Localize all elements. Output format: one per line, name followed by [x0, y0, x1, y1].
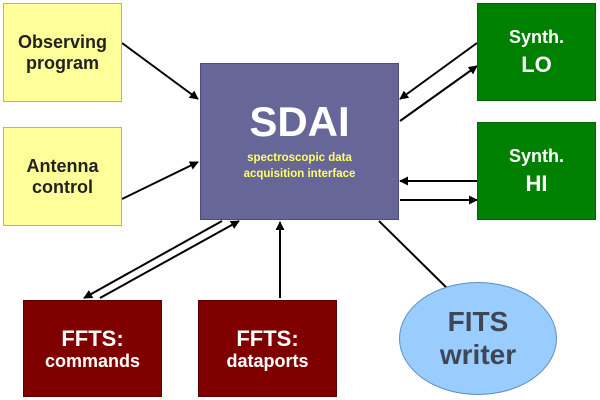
- arrow-antenna-to-sdai: [121, 161, 199, 200]
- node-sdai: SDAI spectroscopic data acquisition inte…: [200, 63, 399, 220]
- sdai-subtitle: spectroscopic data acquisition interface: [244, 151, 356, 182]
- arrow-lo-to-sdai: [399, 42, 478, 100]
- node-fits-writer: FITS writer: [399, 282, 557, 395]
- arrow-commands-to-sdai: [99, 220, 240, 299]
- node-label-line2: program: [25, 52, 99, 73]
- arrow-sdai-to-fits: [378, 220, 457, 298]
- node-synth-lo: Synth. LO: [477, 3, 596, 101]
- node-ffts-commands: FFTS: commands: [23, 300, 162, 397]
- node-ffts-dataports: FFTS: dataports: [198, 300, 337, 397]
- node-label-line1: FITS: [447, 306, 509, 338]
- arrow-observing-to-sdai: [121, 42, 199, 100]
- node-label-line2: commands: [44, 350, 141, 371]
- node-synth-hi: Synth. HI: [477, 122, 596, 220]
- node-label-line1: FFTS:: [236, 325, 299, 351]
- node-label-line2: LO: [521, 51, 552, 77]
- node-label-line1: Synth.: [508, 27, 564, 47]
- node-label-line2: writer: [439, 338, 517, 370]
- node-label-line2: dataports: [226, 350, 309, 371]
- node-label-line1: Synth.: [508, 146, 564, 166]
- node-antenna-control: Antenna control: [3, 127, 122, 226]
- sdai-title: SDAI: [249, 97, 350, 145]
- arrow-sdai-to-commands: [83, 220, 223, 299]
- sdai-subtitle-line2: acquisition interface: [243, 167, 356, 180]
- node-label-line2: HI: [525, 170, 548, 196]
- node-label-line1: Antenna: [26, 155, 99, 176]
- arrow-sdai-to-lo: [399, 65, 478, 122]
- node-label-line1: FFTS:: [61, 325, 124, 351]
- node-label-line2: control: [32, 176, 93, 197]
- sdai-subtitle-line1: spectroscopic data: [247, 151, 352, 164]
- node-label-line1: Observing: [17, 31, 108, 52]
- node-observing-program: Observing program: [3, 3, 122, 102]
